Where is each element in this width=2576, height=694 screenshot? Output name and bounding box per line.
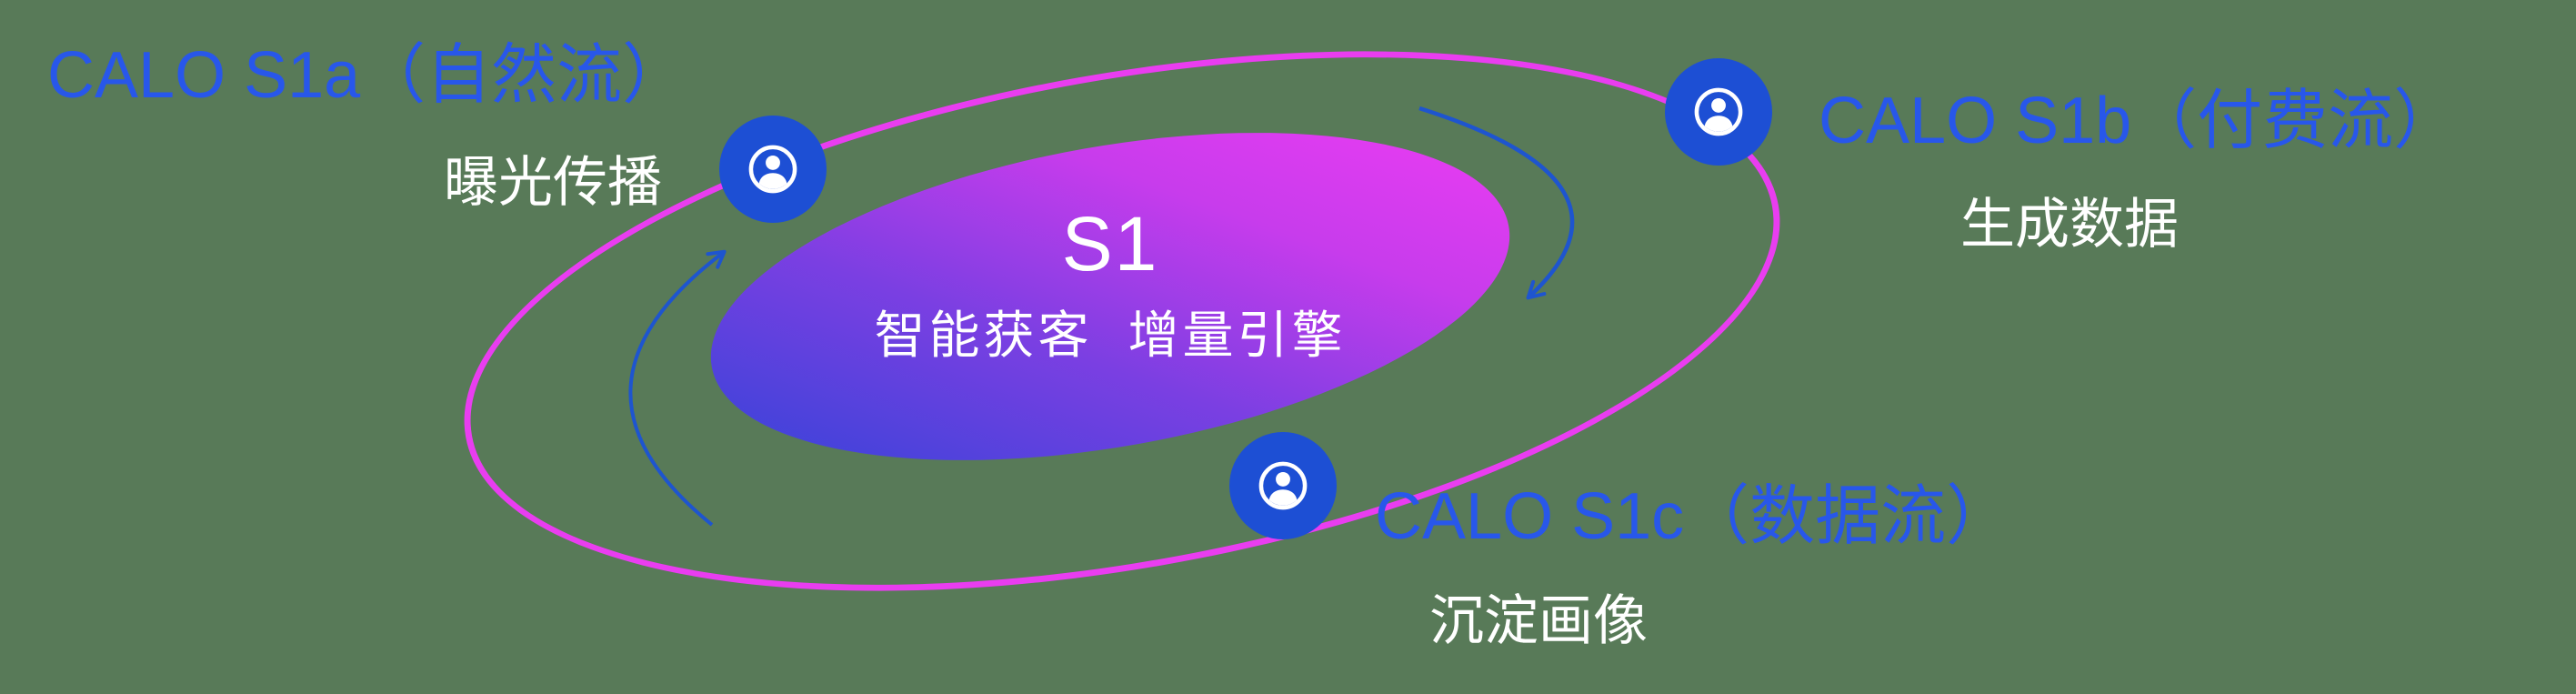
node-badge-s1b bbox=[1665, 58, 1772, 166]
node-sublabel-s1b: 生成数据 bbox=[1960, 194, 2179, 255]
node-sublabel-s1a: 曝光传播 bbox=[444, 152, 662, 213]
user-icon bbox=[1252, 455, 1314, 517]
core-title: S1 bbox=[1061, 201, 1159, 287]
user-icon bbox=[1688, 81, 1749, 143]
user-icon bbox=[742, 138, 804, 200]
core-text: S1 智能获客 增量引擎 bbox=[792, 204, 1428, 368]
node-label-s1b: CALO S1b（付费流） bbox=[1819, 85, 2460, 157]
node-badge-s1c bbox=[1229, 432, 1337, 539]
node-sublabel-s1c: 沉淀画像 bbox=[1429, 590, 1648, 651]
node-badge-s1a bbox=[719, 116, 827, 223]
node-label-s1a: CALO S1a（自然流） bbox=[47, 39, 688, 112]
core-subtitle: 智能获客 增量引擎 bbox=[874, 307, 1347, 365]
node-label-s1c: CALO S1c（数据流） bbox=[1375, 480, 2012, 553]
